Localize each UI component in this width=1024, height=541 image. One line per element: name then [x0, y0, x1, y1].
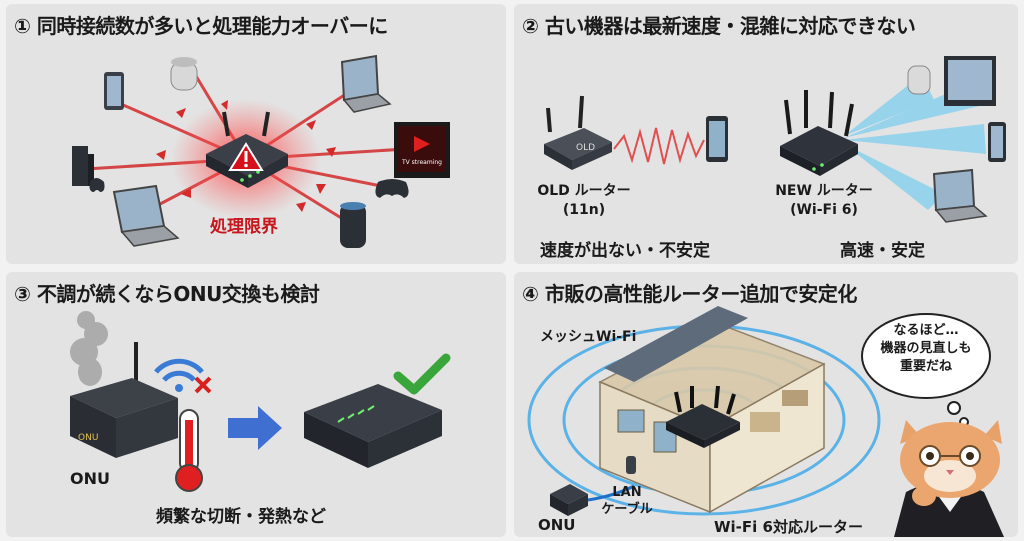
- monitor-icon: [944, 56, 996, 106]
- old-label-line1: OLD ルーター: [537, 183, 631, 199]
- router-comparison-illustration: OLD: [544, 56, 1006, 223]
- mesh-house-illustration: [527, 306, 1004, 537]
- new-status: 高速・安定: [840, 241, 925, 261]
- gamepad-icon: [375, 179, 409, 198]
- speech-line3: 重要だね: [899, 359, 952, 374]
- smart-speaker-icon: [907, 65, 931, 95]
- smart-speaker-icon: [170, 57, 198, 91]
- old-onu-icon: ONU: [70, 342, 178, 458]
- smoke-icon: [70, 311, 108, 386]
- wifi-off-icon: [154, 358, 212, 394]
- lan-cable: [587, 484, 635, 502]
- panel-title: ① 同時接続数が多いと処理能力オーバーに: [14, 14, 388, 38]
- smartphone-icon: [104, 72, 124, 110]
- new-label-line2: (Wi-Fi 6): [790, 202, 858, 218]
- speech-line2: 機器の見直しも: [880, 341, 972, 356]
- old-status: 速度が出ない・不安定: [540, 241, 710, 261]
- new-onu-icon: [304, 384, 442, 468]
- new-label-line1: NEW ルーター: [775, 183, 873, 199]
- old-box-text: OLD: [576, 143, 595, 153]
- house-icon: [598, 306, 826, 514]
- panel-mesh-router: ④ 市販の高性能ルーター追加で安定化: [514, 272, 1018, 537]
- laptop-icon-2: [340, 54, 392, 113]
- panel-old-vs-new: ② 古い機器は最新速度・混雑に対応できない OLD: [514, 4, 1018, 264]
- mesh-label: メッシュWi-Fi: [540, 329, 637, 345]
- onu-caption: 頻繁な切断・発熱など: [156, 507, 326, 527]
- weak-signal: [613, 127, 705, 165]
- laptop-icon: [112, 184, 180, 247]
- thermometer-icon: [175, 409, 203, 492]
- old-router-icon: OLD: [544, 95, 612, 170]
- check-icon: [393, 353, 451, 395]
- laptop-icon: [932, 168, 988, 223]
- speech-text: なるほど… 機器の見直しも 重要だね: [864, 322, 988, 376]
- panel-overload: ① 同時接続数が多いと処理能力オーバーに: [6, 4, 506, 264]
- smartphone-icon-2: [988, 122, 1006, 162]
- panel-onu-replace: ③ 不調が続くならONU交換も検討 ONU: [6, 272, 506, 537]
- lan-cable-label: LAN ケーブル: [592, 484, 662, 518]
- panel-title: ③ 不調が続くならONU交換も検討: [14, 282, 320, 306]
- arrow-right-icon: [228, 406, 282, 450]
- panel-title: ② 古い機器は最新速度・混雑に対応できない: [522, 14, 916, 38]
- limit-label: 処理限界: [210, 217, 278, 237]
- mesh-satellite-icon: [626, 456, 636, 474]
- lan-line2: ケーブル: [601, 502, 653, 517]
- mesh-router-icon: [666, 385, 740, 448]
- overload-illustration: TV streaming: [72, 54, 450, 248]
- tv-icon: TV streaming: [394, 122, 450, 178]
- smartphone-icon: [706, 116, 728, 162]
- warning-icon: [228, 142, 264, 171]
- cat-mascot-icon: [894, 420, 1004, 537]
- speech-line1: なるほど…: [893, 323, 959, 338]
- smart-speaker-icon-2: [340, 202, 366, 248]
- new-router-label: NEW ルーター (Wi-Fi 6): [764, 182, 884, 220]
- router-icon: [206, 111, 288, 188]
- game-console-icon: [72, 146, 105, 192]
- onu-box-text: ONU: [78, 433, 98, 443]
- onu-label: ONU: [70, 469, 110, 488]
- old-label-line2: (11n): [562, 202, 606, 218]
- old-router-label: OLD ルーター (11n): [524, 182, 644, 220]
- router-label: Wi-Fi 6対応ルーター: [714, 518, 863, 536]
- lan-line1: LAN: [612, 485, 642, 500]
- tv-label: TV streaming: [401, 159, 442, 166]
- onu-label: ONU: [538, 516, 576, 534]
- onu-illustration: ONU: [70, 311, 451, 492]
- onu-icon: [550, 484, 588, 516]
- panel-title: ④ 市販の高性能ルーター追加で安定化: [522, 282, 857, 306]
- new-router-icon: [780, 90, 858, 176]
